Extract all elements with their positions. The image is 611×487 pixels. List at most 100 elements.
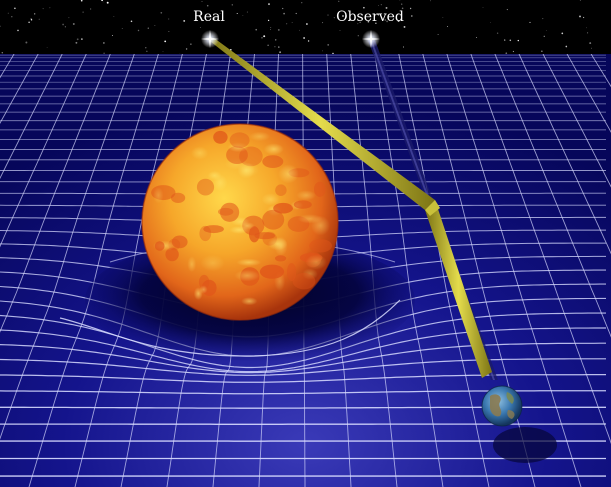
background-star (561, 32, 564, 35)
sun-granule (213, 130, 228, 144)
background-star (206, 4, 209, 7)
background-star (17, 29, 19, 32)
background-star (82, 11, 84, 13)
background-star (267, 19, 270, 22)
background-star (509, 39, 512, 42)
background-star (357, 23, 359, 25)
background-star (437, 34, 439, 35)
sun-granule (236, 258, 262, 267)
sun-granule (237, 162, 255, 179)
gravity-well-rim (59, 299, 401, 357)
background-star (270, 26, 272, 28)
background-star (332, 52, 334, 55)
sun-granule (254, 232, 275, 240)
earth-shadow (493, 427, 557, 463)
background-star (380, 4, 382, 6)
background-star (505, 52, 508, 55)
background-star (25, 41, 28, 44)
background-star (386, 20, 388, 23)
background-star (7, 12, 9, 14)
background-star (28, 21, 30, 24)
sun-granule (278, 164, 299, 184)
sun-granule (220, 202, 240, 222)
background-star (49, 7, 51, 9)
background-star (322, 50, 324, 52)
background-star (121, 27, 123, 30)
grid-line-vertical (0, 54, 135, 440)
background-star (270, 29, 272, 31)
grid-line-vertical (398, 54, 490, 487)
background-star (363, 6, 365, 9)
background-star (303, 37, 305, 39)
background-star (113, 16, 115, 17)
sun-granule (287, 263, 297, 282)
background-star (582, 16, 585, 19)
sun-granule (153, 187, 164, 204)
background-star (190, 43, 192, 45)
sun-granule (212, 174, 228, 192)
background-star (338, 0, 340, 2)
background-star (410, 15, 413, 17)
background-star (236, 12, 238, 15)
background-star (14, 7, 16, 10)
sun-granule (187, 256, 197, 273)
background-star (403, 25, 406, 28)
background-star (80, 0, 83, 2)
background-star (322, 22, 324, 24)
background-star (384, 19, 386, 21)
background-star (137, 29, 140, 32)
grid-line-vertical (470, 54, 611, 444)
background-star (199, 27, 201, 28)
background-star (268, 3, 270, 6)
grid-line-horizontal (0, 358, 606, 376)
sun-granule (275, 255, 287, 262)
sun-granule (239, 221, 255, 230)
sun-granule (198, 274, 210, 290)
background-star (162, 51, 164, 52)
background-star (283, 12, 285, 15)
earth-icon (481, 385, 523, 427)
grid-line-vertical (446, 54, 582, 487)
grid-line-horizontal (0, 312, 606, 369)
real-light-path-segment-2 (425, 200, 492, 378)
background-star (102, 1, 104, 3)
sun-granule (249, 131, 271, 142)
sun-granule (310, 215, 331, 236)
background-star (164, 40, 167, 43)
observed-star-icon (362, 30, 380, 48)
grid-line-vertical (494, 54, 611, 338)
background-star (246, 11, 248, 13)
background-star (274, 46, 276, 48)
background-star (490, 21, 491, 23)
real-light-path-bend (425, 200, 440, 216)
night-sky (0, 0, 611, 56)
background-star (512, 50, 514, 53)
background-star (183, 19, 186, 22)
background-star (403, 46, 404, 48)
background-star (542, 18, 544, 20)
background-star (359, 21, 361, 23)
background-star (496, 32, 499, 34)
background-star (333, 17, 335, 19)
sun-granule (274, 236, 288, 256)
grid-line-vertical (566, 54, 611, 133)
background-stars (0, 0, 592, 55)
grid-line-vertical (0, 54, 87, 248)
background-star (375, 22, 377, 24)
sun-granule (165, 247, 179, 262)
background-star (278, 46, 280, 48)
background-star (231, 4, 233, 6)
sun-granule (196, 178, 215, 196)
background-star (147, 27, 149, 29)
background-star (301, 2, 303, 4)
background-star (103, 52, 105, 54)
background-star (130, 20, 133, 23)
background-star (401, 3, 403, 5)
sun-granule (249, 226, 260, 243)
grid-line-horizontal (0, 327, 606, 373)
background-star (64, 26, 66, 28)
background-star (68, 17, 70, 19)
background-star (545, 30, 547, 32)
background-star (401, 7, 404, 10)
background-star (277, 28, 280, 31)
